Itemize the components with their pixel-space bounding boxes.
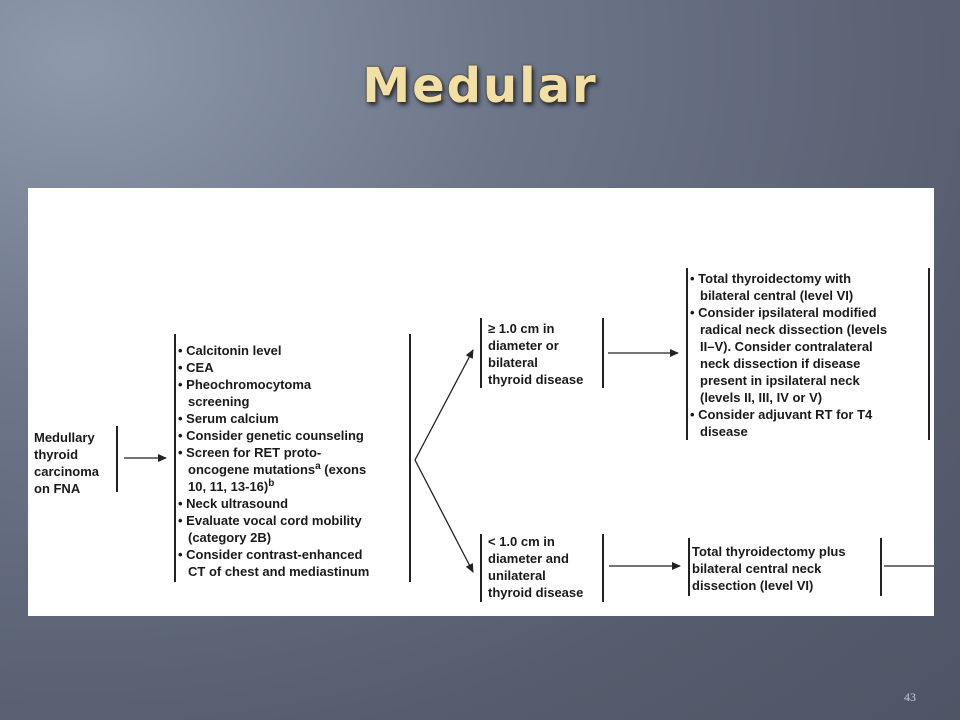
treatment-small-line: dissection (level VI) — [692, 578, 814, 593]
treatment-large-line: • Consider ipsilateral modified — [690, 305, 877, 320]
treatment-large-line: radical neck dissection (levels — [700, 322, 888, 337]
footnote-b: b — [268, 478, 275, 489]
treatment-small-line: Total thyroidectomy plus — [692, 544, 846, 559]
branch-small-line: thyroid disease — [488, 585, 584, 600]
branch-small-bracket-right — [602, 534, 604, 602]
branch-small-box: < 1.0 cm in diameter and unilateral thyr… — [488, 533, 583, 601]
treatment-large-line: bilateral central (level VI) — [700, 288, 854, 303]
treatment-small-line: bilateral central neck — [692, 561, 822, 576]
branch-small-line: diameter and — [488, 551, 569, 566]
treatment-small-box: Total thyroidectomy plus bilateral centr… — [692, 543, 846, 594]
start-bracket — [116, 426, 118, 492]
flowchart-connectors — [124, 349, 934, 573]
branch-large-line: ≥ 1.0 cm in — [488, 321, 555, 336]
flowchart-panel: Medullary thyroid carcinoma on FNA • Cal… — [28, 188, 934, 616]
workup-item: screening — [188, 394, 250, 409]
workup-item: CT of chest and mediastinum — [188, 564, 370, 579]
treatment-large-line: disease — [700, 424, 748, 439]
arrow-workup-to-large — [414, 349, 474, 461]
treatment-small-bracket-left — [688, 538, 690, 596]
branch-small-line: < 1.0 cm in — [488, 534, 555, 549]
workup-bracket-right — [409, 334, 411, 582]
treatment-large-line: (levels II, III, IV or V) — [700, 390, 823, 405]
treatment-large-line: • Consider adjuvant RT for T4 — [690, 407, 873, 422]
workup-item: • Consider contrast-enhanced — [178, 547, 363, 562]
workup-item: • Evaluate vocal cord mobility — [178, 513, 362, 528]
start-line: Medullary — [34, 430, 95, 445]
workup-item: (category 2B) — [188, 530, 272, 545]
branch-small-bracket-left — [480, 534, 482, 602]
start-line: on FNA — [34, 481, 81, 496]
treatment-large-box: • Total thyroidectomy with bilateral cen… — [690, 270, 887, 440]
branch-large-bracket-left — [480, 318, 482, 388]
start-line: thyroid — [34, 447, 79, 462]
workup-item: • Pheochromocytoma — [178, 377, 312, 392]
branch-large-line: diameter or — [488, 338, 559, 353]
workup-item: • Neck ultrasound — [178, 496, 289, 511]
slide-number: 43 — [904, 690, 916, 704]
branch-small-line: unilateral — [488, 568, 546, 583]
footnote-a: a — [315, 461, 321, 472]
workup-item: • Screen for RET proto- — [178, 445, 322, 460]
arrow-workup-to-small — [414, 459, 474, 573]
branch-large-bracket-right — [602, 318, 604, 388]
treatment-large-line: neck dissection if disease — [700, 356, 861, 371]
treatment-large-line: • Total thyroidectomy with — [690, 271, 852, 286]
treatment-large-line: II–V). Consider contralateral — [700, 339, 873, 354]
branch-large-line: thyroid disease — [488, 372, 584, 387]
treatment-large-line: present in ipsilateral neck — [700, 373, 860, 388]
start-line: carcinoma — [34, 464, 100, 479]
workup-item-ret: oncogene mutationsa (exons — [178, 461, 369, 478]
start-box: Medullary thyroid carcinoma on FNA — [34, 429, 99, 497]
workup-item: • Consider genetic counseling — [178, 428, 364, 443]
workup-item: • CEA — [178, 360, 214, 375]
workup-item-exons: 10, 11, 13-16)b — [178, 478, 369, 495]
branch-large-line: bilateral — [488, 355, 538, 370]
workup-ret-text: oncogene mutations — [188, 462, 316, 477]
workup-box: • Calcitonin level • CEA • Pheochromocyt… — [178, 342, 369, 580]
branch-large-box: ≥ 1.0 cm in diameter or bilateral thyroi… — [488, 320, 583, 388]
slide-title: Medular — [362, 58, 598, 114]
workup-item: • Calcitonin level — [178, 343, 282, 358]
workup-exons-text: 10, 11, 13-16) — [188, 479, 269, 494]
treatment-large-bracket-left — [686, 268, 688, 440]
workup-ret-tail: (exons — [320, 462, 367, 477]
workup-item: • Serum calcium — [178, 411, 279, 426]
workup-bracket-left — [174, 334, 176, 582]
treatment-small-bracket-right — [880, 538, 882, 596]
treatment-large-bracket-right — [928, 268, 930, 440]
